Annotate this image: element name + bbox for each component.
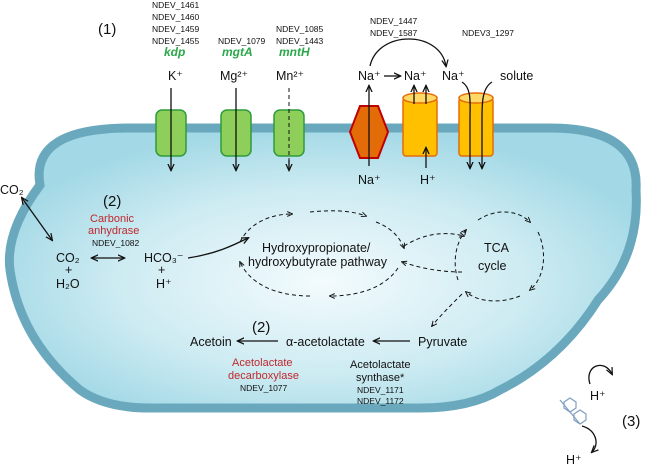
ion-h-bottom: H⁺ [420,173,436,187]
proton-top: H⁺ [590,389,606,403]
mnth-channel [273,88,305,170]
pathway-line2: hydroxybutyrate pathway [248,255,388,269]
gene-id: NDEV_1455 [152,36,200,46]
pathway-line1: Hydroxypropionate/ [262,241,371,255]
sodium-pump-hexagon [348,86,390,166]
tca-cycle-arrows [402,211,544,326]
section-label-2-carbon: (2) [103,193,121,210]
membrane-molecule-icon [559,397,587,425]
ion-na-bottom: Na⁺ [358,173,381,187]
mgta-gene-id: NDEV_1079 [218,36,266,46]
cell-membrane [4,123,641,413]
section-label-2-acetoin: (2) [252,319,270,336]
co2-diffusion-arrow [22,198,52,240]
proton-inside: H⁺ [156,277,172,291]
ion-solute: solute [500,69,533,83]
enzyme-carbonic-line2: anhydrase [88,225,139,237]
synthase-line2: synthase* [356,372,405,384]
mgta-channel [220,88,252,170]
tca-line1: TCA [484,241,510,255]
section-label-1: (1) [98,21,116,38]
alpha-acetolactate: α-acetolactate [286,335,365,349]
co2-inside: CO₂ [56,251,80,265]
ion-na-mid: Na⁺ [404,69,427,83]
kdp-channel [155,88,187,170]
mnth-gene-id: NDEV_1443 [276,36,324,46]
synthase-id: NDEV_1172 [357,396,404,406]
plus-sign: + [65,263,72,277]
ion-mn: Mn²⁺ [276,69,304,83]
decarboxylase-line1: Acetolactate [232,357,293,369]
decarboxylase-id: NDEV_1077 [240,383,288,393]
solute-symporter [458,81,494,168]
pyruvate: Pyruvate [418,335,467,349]
section-label-3: (3) [622,413,640,430]
mnth-gene-id: NDEV_1085 [276,24,324,34]
mgta-gene-name: mgtA [222,45,253,59]
enzyme-carbonic-id: NDEV_1082 [92,238,140,248]
na-h-antiporter [402,86,438,168]
proton-top-arrow [588,364,612,385]
kdp-gene-ids: NDEV_1461 NDEV_1460 NDEV_1459 NDEV_1455 [152,0,200,46]
kdp-gene-name: kdp [164,45,185,59]
h2o: H₂O [56,277,80,291]
gene-id: NDEV_1459 [152,24,200,34]
synthase-id: NDEV_1171 [357,385,404,395]
pathway-cycle-arrows [240,210,404,296]
proton-bottom: H⁺ [566,453,582,467]
gene-id: NDEV_1461 [152,0,200,10]
bicarbonate: HCO₃⁻ [144,251,183,265]
enzyme-carbonic-line1: Carbonic [90,213,135,225]
co2-outside: CO₂ [0,183,24,197]
ion-na-right: Na⁺ [442,69,465,83]
decarboxylase-line2: decarboxylase [228,370,299,382]
ion-na-left: Na⁺ [358,69,381,83]
synthase-line1: Acetolactate [350,359,411,371]
tca-line2: cycle [478,259,507,273]
bicarbonate-to-pathway-arrow [187,238,248,259]
ion-mg: Mg²⁺ [220,69,248,83]
solute-gene-id: NDEV3_1297 [462,28,514,38]
mnth-gene-name: mntH [279,45,310,59]
acetoin: Acetoin [190,335,232,349]
na-gene-id: NDEV_1447 [370,16,418,26]
proton-bottom-arrow [581,425,596,452]
na-exchange-arc-arrow [369,38,446,66]
ion-k: K⁺ [168,69,183,83]
na-gene-id: NDEV_1587 [370,28,418,38]
plus-sign: + [158,263,165,277]
gene-id: NDEV_1460 [152,12,200,22]
